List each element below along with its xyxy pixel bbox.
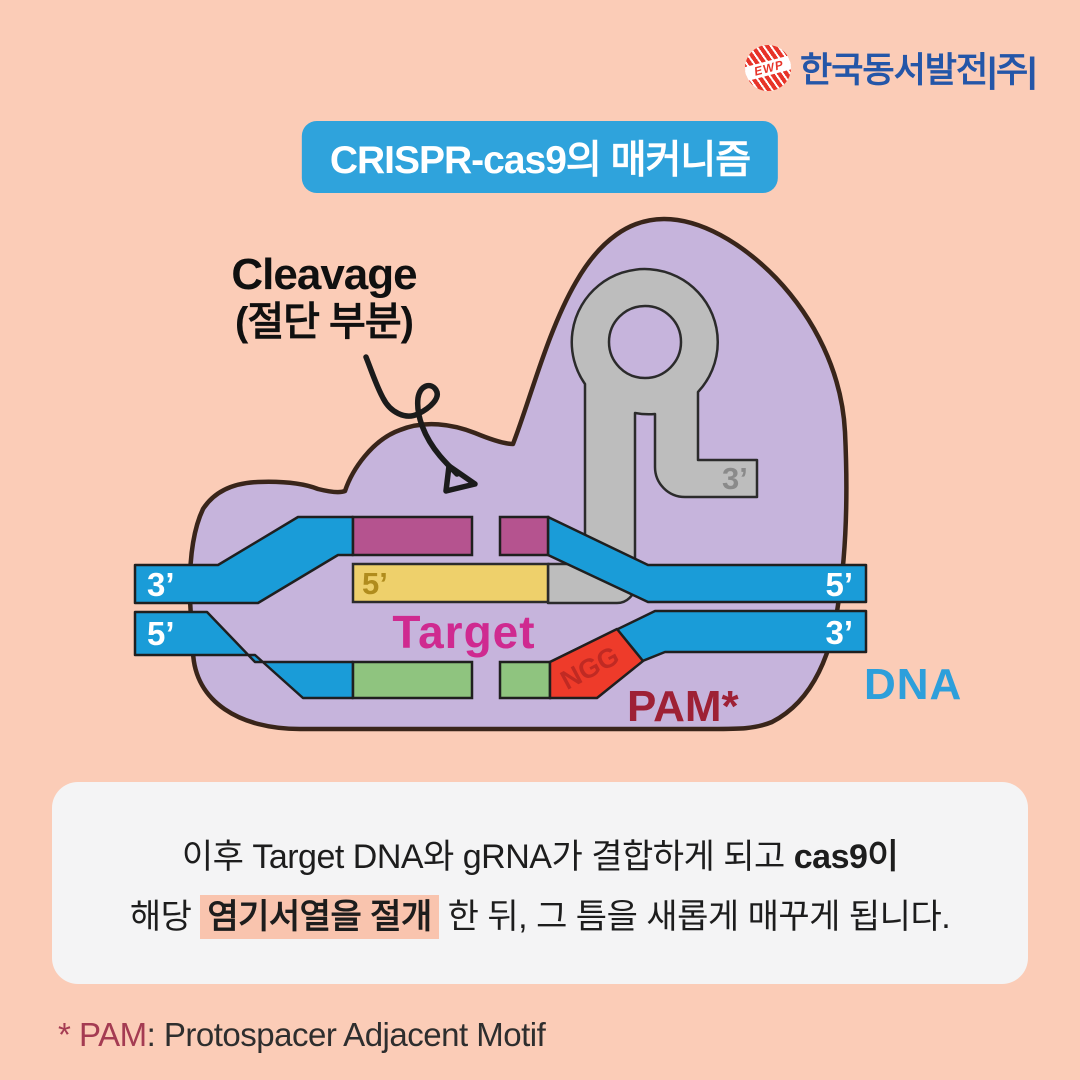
caption-line1-bold: cas9이 [793, 837, 899, 876]
footnote-term: * PAM [58, 1016, 147, 1053]
pam-site-segment [548, 627, 645, 700]
dna-left-top-end-label: 3’ [147, 566, 175, 603]
complement-segment-left [351, 660, 474, 700]
grna-strand [546, 267, 759, 605]
complement-segment-right [498, 660, 552, 700]
pam-footnote: * PAM: Protospacer Adjacent Motif [58, 1016, 546, 1054]
caption-line2-pre: 해당 [129, 897, 201, 936]
caption-line1-text: 이후 Target DNA와 gRNA가 결합하게 되고 [181, 837, 794, 876]
grna-spacer-5prime-label: 5’ [362, 566, 388, 601]
grna-3prime-label: 3’ [722, 461, 748, 496]
grna-loop-hole [607, 304, 683, 380]
cleavage-label-ko: (절단 부분) [235, 299, 414, 344]
grna-spacer-segment [351, 562, 550, 604]
caption-line2-post: 한 뒤, 그 틈을 새롭게 매꾸게 됩니다. [438, 897, 951, 936]
dna-label: DNA [864, 660, 962, 709]
cleavage-arrow [363, 354, 478, 494]
caption-line-2: 해당 염기서열을 절개 한 뒤, 그 틈을 새롭게 매꾸게 됩니다. [129, 889, 951, 939]
cleavage-label: Cleavage (절단 부분) [231, 250, 417, 345]
dna-right-top-end-label: 5’ [825, 566, 853, 603]
caption-card: 이후 Target DNA와 gRNA가 결합하게 되고 cas9이 해당 염기… [52, 782, 1028, 984]
dna-right-bottom-end-label: 3’ [825, 614, 853, 651]
footnote-definition: : Protospacer Adjacent Motif [146, 1016, 546, 1053]
company-logo: EWP 한국동서발전|주| [745, 42, 1037, 93]
company-name: 한국동서발전|주| [800, 51, 1037, 90]
target-segment-left [351, 515, 474, 557]
ewp-logo-icon: EWP [745, 44, 791, 91]
target-label: Target [392, 606, 535, 658]
pam-label: PAM* [627, 682, 740, 731]
dna-left-bottom-end-label: 5’ [147, 615, 175, 652]
cleavage-arrowhead [443, 463, 478, 494]
caption-line-1: 이후 Target DNA와 gRNA가 결합하게 되고 cas9이 [181, 829, 899, 878]
page-title: CRISPR-cas9의 매커니즘 [301, 121, 779, 193]
target-segment-right [498, 515, 550, 557]
caption-highlight: 염기서열을 절개 [200, 894, 439, 939]
cleavage-label-en: Cleavage [231, 250, 417, 299]
